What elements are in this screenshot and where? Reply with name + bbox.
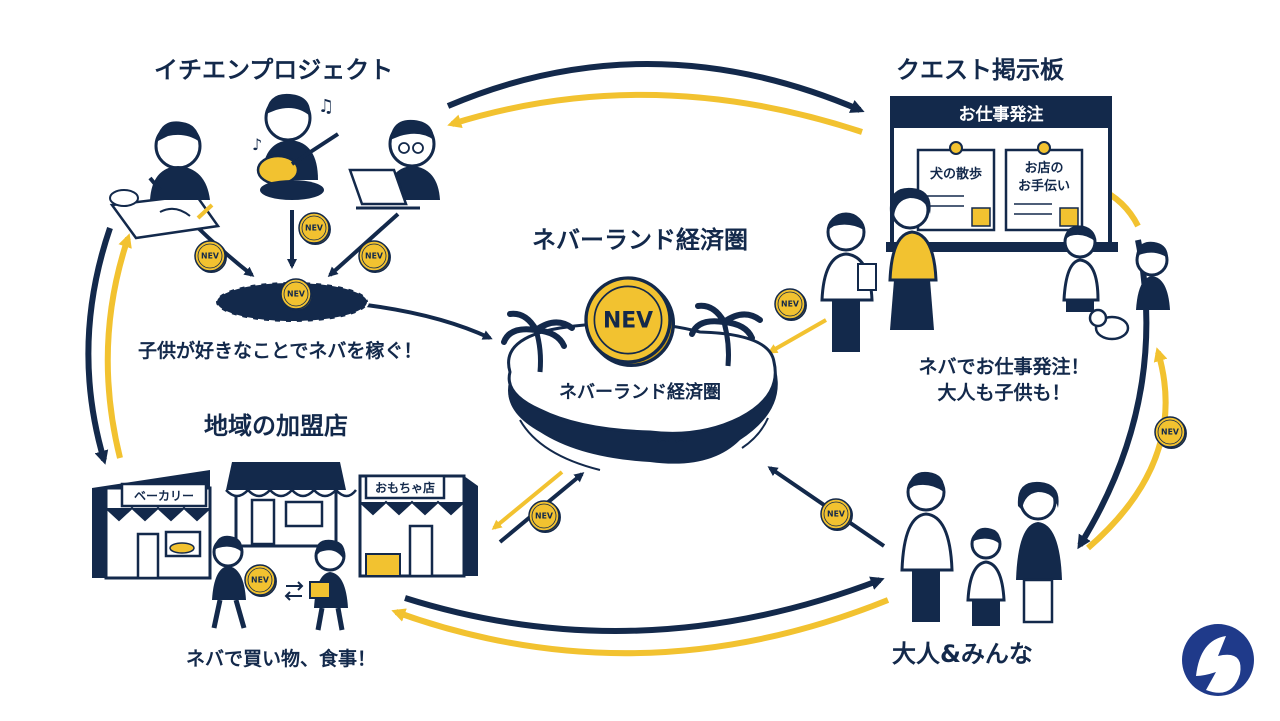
- coin-icon: NEV: [244, 564, 277, 597]
- ichien-caption: 子供が好きなことでネバを稼ぐ！: [138, 340, 423, 362]
- arrow-right-gold-icon: [1086, 347, 1169, 551]
- palm-tree-right-icon: [689, 302, 763, 367]
- arrow-left-gold-icon: [104, 233, 132, 459]
- coins-layer: NEV NEV NEV NEV NEV NEV NEV NEV NEV: [194, 212, 1187, 597]
- coin-icon: NEV: [774, 288, 807, 321]
- quest-caption-line2: 大人も子供も！: [937, 382, 1071, 404]
- shops-title: 地域の加盟店: [204, 412, 348, 440]
- coin-icon: NEV: [194, 240, 227, 273]
- coin-icon: NEV: [1154, 416, 1187, 449]
- coin-label: NEV: [781, 300, 799, 309]
- coin-icon: NEV: [528, 500, 561, 533]
- toy-shop-icon: [358, 474, 478, 578]
- coin-label: NEV: [603, 309, 653, 334]
- island: [507, 321, 778, 471]
- quest-adults: [820, 187, 938, 352]
- ichien-kid-laptop: [348, 119, 440, 210]
- arrow-quest-to-island-icon: [767, 318, 827, 354]
- quest-board-header: お仕事発注: [959, 104, 1044, 125]
- arrow-left-navy-icon: [85, 227, 113, 465]
- quest-caption-line1: ネバでお仕事発注！: [918, 356, 1090, 378]
- coin-label: NEV: [827, 510, 845, 519]
- ichien-kid-drawing: [109, 121, 221, 240]
- coin-label: NEV: [201, 252, 219, 261]
- coin-label: NEV: [305, 224, 323, 233]
- coin-large-icon: NEV: [584, 276, 676, 368]
- coin-icon: NEV: [358, 240, 391, 273]
- svg-text:♫: ♫: [318, 96, 334, 117]
- quest-title: クエスト掲示板: [896, 56, 1064, 84]
- bakery-sign: ベーカリー: [134, 489, 194, 503]
- palm-tree-left-icon: [501, 310, 575, 373]
- arrow-top-gold-icon: [447, 91, 863, 135]
- everyone-title: 大人&みんな: [892, 640, 1033, 668]
- island-label: ネバーランド経済圏: [559, 381, 721, 403]
- ichien-kid-guitar: ♪ ♫: [252, 93, 340, 200]
- coin-label: NEV: [535, 512, 553, 521]
- shop-kids: [211, 535, 348, 631]
- coin-label: NEV: [287, 290, 305, 299]
- coin-icon: NEV: [280, 278, 313, 311]
- quest-card-dog-walk: 犬の散歩: [930, 166, 982, 182]
- svg-text:♪: ♪: [252, 135, 262, 154]
- coin-label: NEV: [1161, 428, 1179, 437]
- logo-icon: [1182, 624, 1254, 696]
- quest-card-shop-help-line2: お手伝い: [1018, 178, 1070, 194]
- bakery-shop-icon: [92, 470, 212, 580]
- quest-card-shop-help-line1: お店の: [1024, 160, 1063, 176]
- coin-icon: NEV: [298, 212, 331, 245]
- coin-label: NEV: [365, 252, 383, 261]
- family-people-icon: [900, 471, 1062, 626]
- ichien-title: イチエンプロジェクト: [154, 56, 394, 84]
- center-shop-icon: [225, 462, 357, 548]
- quest-kids-dog: [1062, 225, 1170, 341]
- arrow-top-navy-icon: [446, 61, 865, 113]
- center-title: ネバーランド経済圏: [532, 226, 748, 254]
- arrow-bottom-gold-icon: [391, 597, 890, 657]
- shops-caption: ネバで買い物、食事！: [186, 648, 377, 670]
- arrow-island-to-shops-icon: [491, 470, 564, 530]
- coin-large-face: NEV: [584, 276, 676, 368]
- coin-icon: NEV: [820, 498, 853, 531]
- coin-label: NEV: [251, 576, 269, 585]
- arrow-bottom-navy-icon: [404, 576, 885, 634]
- toy-shop-sign: おもちゃ店: [375, 480, 435, 495]
